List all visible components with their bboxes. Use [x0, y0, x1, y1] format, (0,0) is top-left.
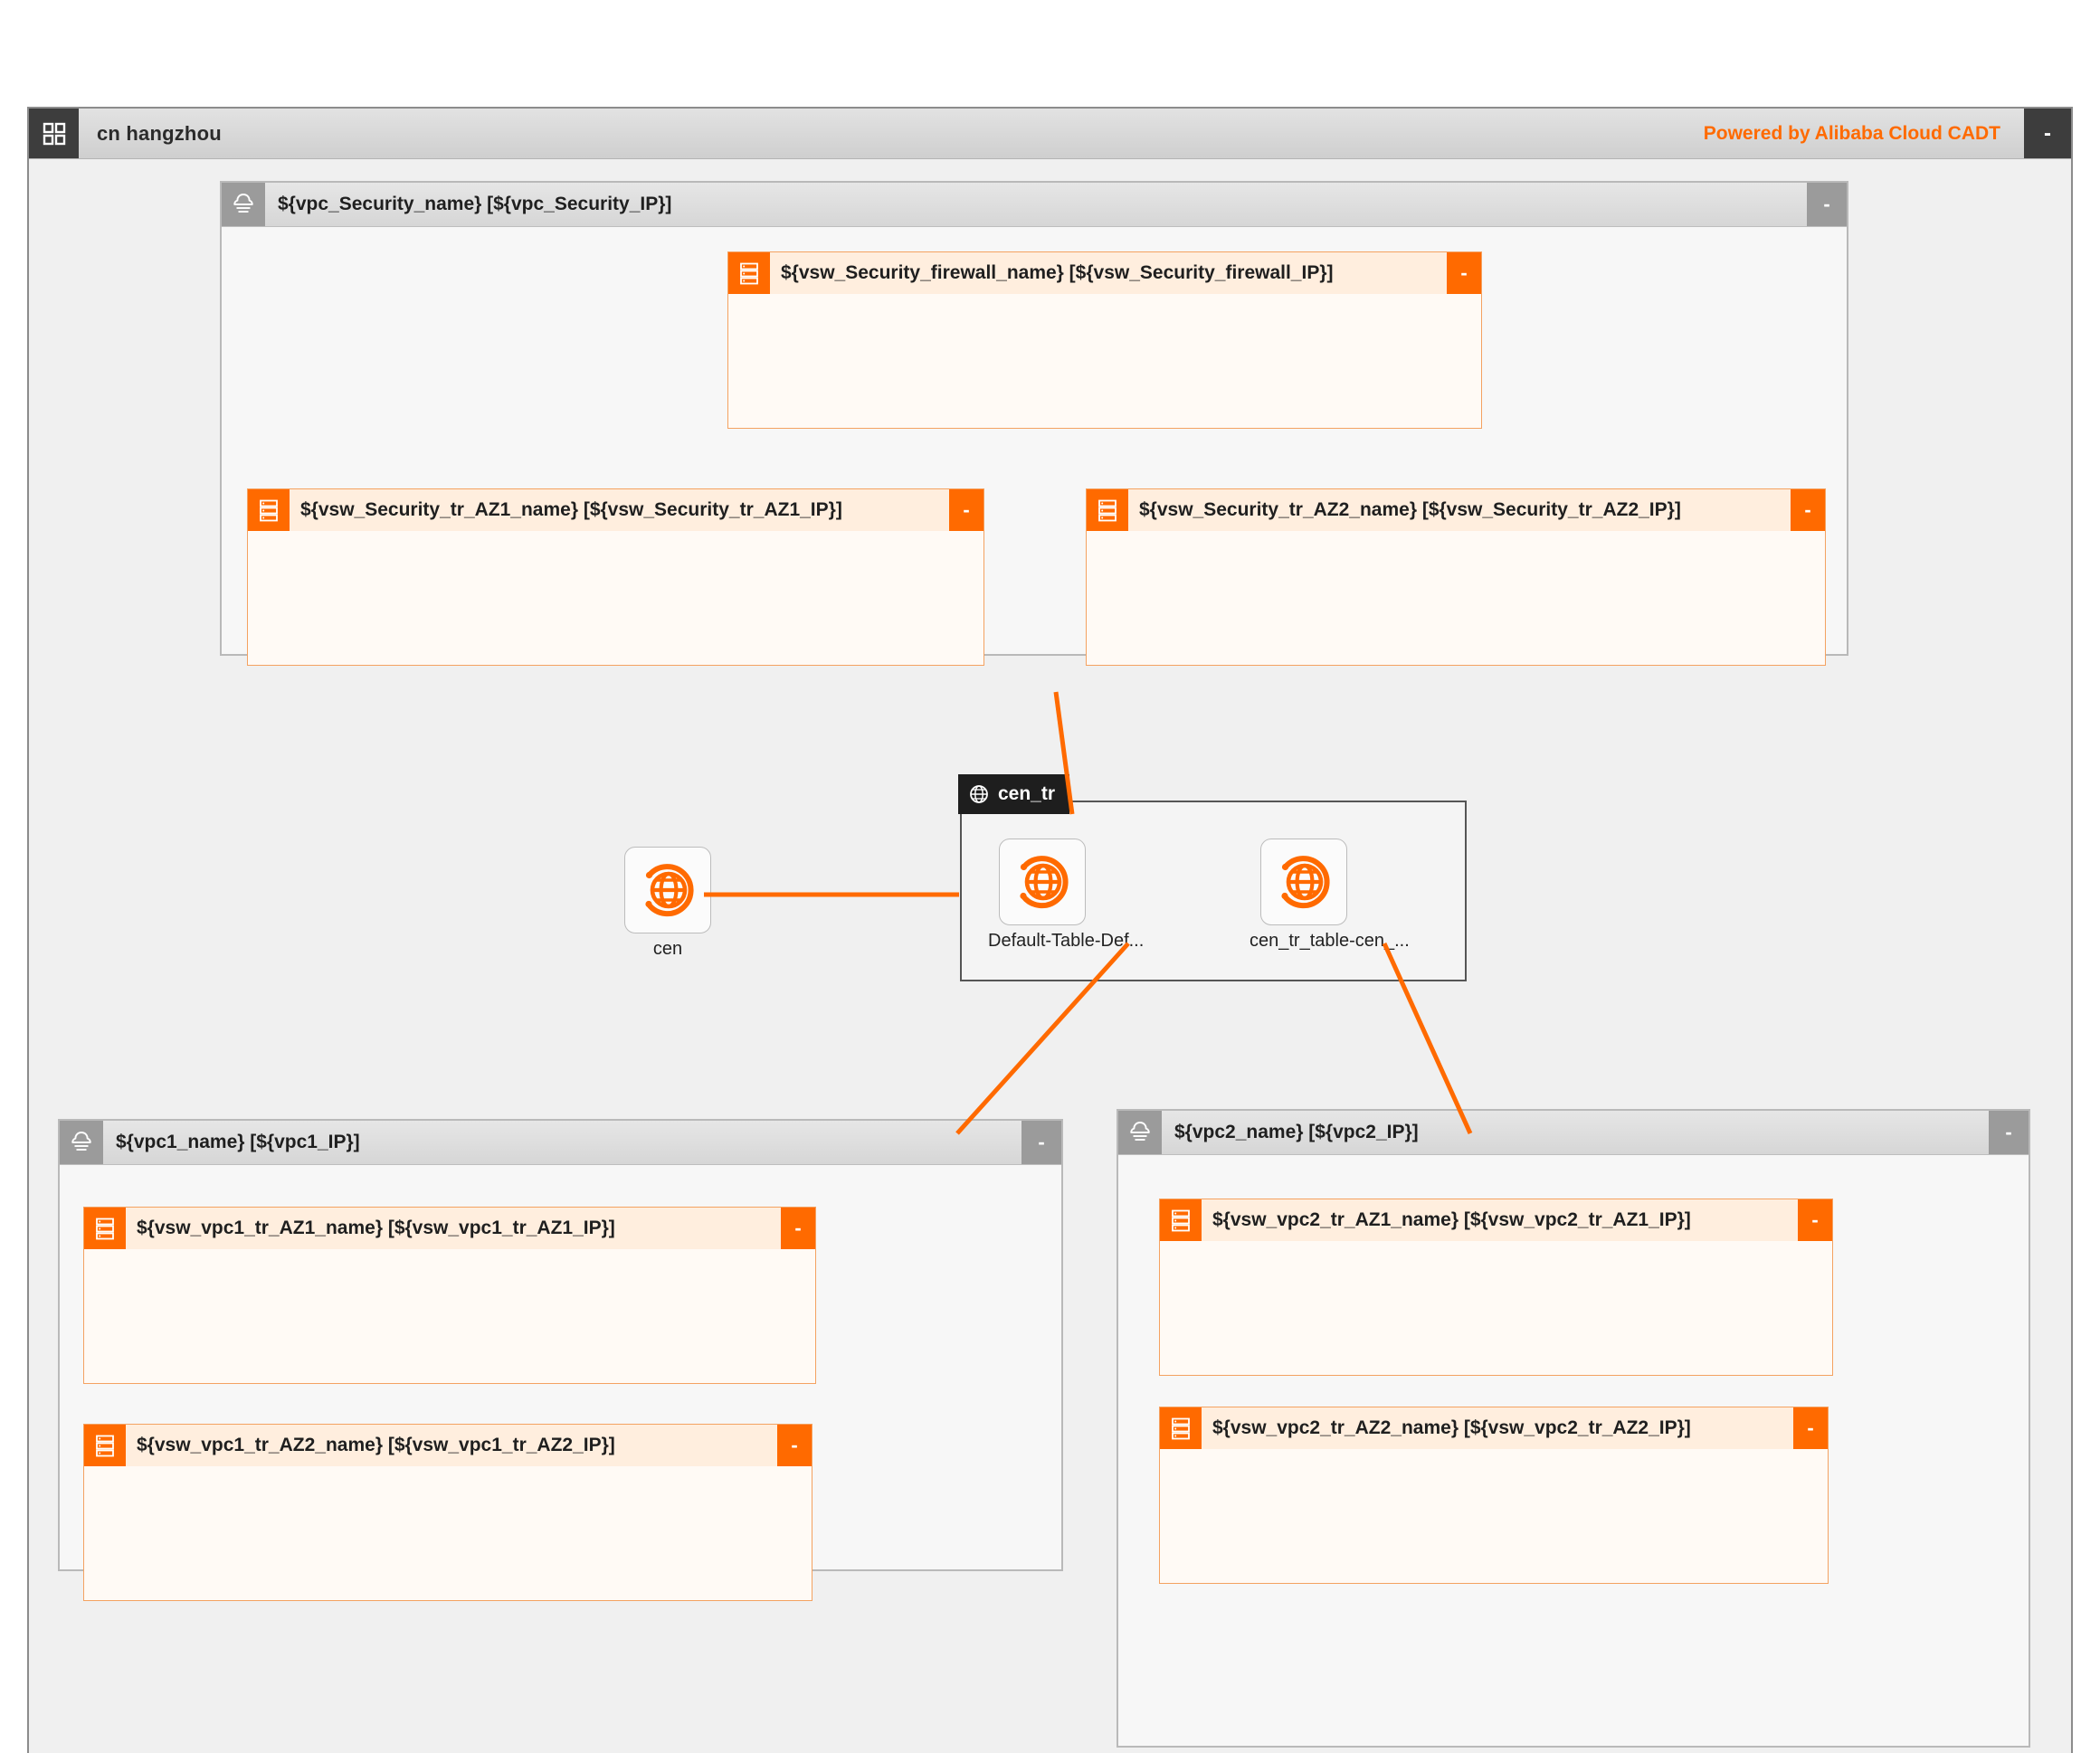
cen-transit-router-title: cen_tr: [998, 783, 1056, 804]
vpc-security-minimize-button[interactable]: -: [1807, 183, 1847, 226]
vpc1-label: ${vpc1_name} [${vpc1_IP}]: [116, 1132, 360, 1152]
vswitch-security-tr-az2-minimize-button[interactable]: -: [1791, 489, 1825, 531]
vswitch-security-tr-az1-minimize-button[interactable]: -: [949, 489, 983, 531]
vswitch-vpc2-tr-az2-label: ${vsw_vpc2_tr_AZ2_name} [${vsw_vpc2_tr_A…: [1212, 1417, 1691, 1438]
vpc2-minimize-button[interactable]: -: [1989, 1111, 2029, 1154]
vswitch-vpc1-tr-az2-label: ${vsw_vpc1_tr_AZ2_name} [${vsw_vpc1_tr_A…: [137, 1435, 615, 1455]
vpc-security-label: ${vpc_Security_name} [${vpc_Security_IP}…: [278, 194, 672, 214]
header-spacer: [222, 109, 1704, 158]
vpc1-header: ${vpc1_name} [${vpc1_IP}] -: [60, 1121, 1061, 1165]
cen-transit-router-group: cen_tr Default-Table-Def...: [958, 774, 1467, 981]
region-container-cn-hangzhou: cn hangzhou Powered by Alibaba Cloud CAD…: [27, 107, 2073, 1753]
vpc-container-vpc1: ${vpc1_name} [${vpc1_IP}] -: [58, 1119, 1063, 1601]
vpc-security-header-spacer: [671, 183, 1807, 226]
vswitch-vpc1-tr-az1-body: [84, 1249, 815, 1383]
vpc2-label: ${vpc2_name} [${vpc2_IP}]: [1174, 1122, 1419, 1142]
vswitch-vpc2-tr-az2: ${vsw_vpc2_tr_AZ2_name} [${vsw_vpc2_tr_A…: [1159, 1407, 1829, 1584]
cen-globe-icon: [624, 847, 711, 933]
vswitch-rack-icon: [1160, 1407, 1202, 1449]
vpc1-body: ${vsw_vpc1_tr_AZ1_name} [${vsw_vpc1_tr_A…: [60, 1165, 1061, 1601]
cen-route-table-default-caption: Default-Table-Def...: [988, 931, 1145, 951]
vswitch-vpc2-tr-az1-minimize-button[interactable]: -: [1798, 1199, 1832, 1241]
vswitch-vpc1-tr-az2-minimize-button[interactable]: -: [777, 1425, 812, 1466]
vswitch-rack-icon: [1087, 489, 1128, 531]
cen-globe-icon: [999, 839, 1086, 925]
vswitch-security-tr-az1: ${vsw_Security_tr_AZ1_name} [${vsw_Secur…: [247, 488, 984, 666]
vswitch-vpc1-tr-az2: ${vsw_vpc1_tr_AZ2_name} [${vsw_vpc1_tr_A…: [83, 1424, 812, 1601]
vswitch-vpc2-tr-az1-body: [1160, 1241, 1832, 1375]
vswitch-vpc2-tr-az1: ${vsw_vpc2_tr_AZ1_name} [${vsw_vpc2_tr_A…: [1159, 1199, 1833, 1376]
vpc-security-body: ${vsw_Security_firewall_name} [${vsw_Sec…: [222, 227, 1847, 666]
cen-route-table-custom-node[interactable]: cen_tr_table-cen_...: [1250, 839, 1410, 952]
cen-route-table-default-node[interactable]: Default-Table-Def...: [988, 839, 1145, 952]
vswitch-rack-icon: [1160, 1199, 1202, 1241]
region-title: cn hangzhou: [97, 121, 222, 145]
vswitch-security-firewall: ${vsw_Security_firewall_name} [${vsw_Sec…: [727, 251, 1482, 429]
vpc-security-header: ${vpc_Security_name} [${vpc_Security_IP}…: [222, 183, 1847, 227]
vswitch-security-firewall-minimize-button[interactable]: -: [1447, 252, 1481, 294]
vswitch-rack-icon: [248, 489, 290, 531]
vswitch-vpc1-tr-az1-label: ${vsw_vpc1_tr_AZ1_name} [${vsw_vpc1_tr_A…: [137, 1218, 615, 1238]
vpc2-header: ${vpc2_name} [${vpc2_IP}] -: [1118, 1111, 2029, 1155]
vswitch-vpc1-tr-az1-minimize-button[interactable]: -: [781, 1208, 815, 1249]
region-minimize-button[interactable]: -: [2024, 109, 2071, 158]
vpc-cloud-icon: [222, 183, 265, 226]
grid-icon: [29, 109, 79, 158]
vswitch-vpc2-tr-az1-header: ${vsw_vpc2_tr_AZ1_name} [${vsw_vpc2_tr_A…: [1160, 1199, 1832, 1241]
vswitch-vpc1-tr-az1-header: ${vsw_vpc1_tr_AZ1_name} [${vsw_vpc1_tr_A…: [84, 1208, 815, 1249]
vswitch-security-tr-az1-header: ${vsw_Security_tr_AZ1_name} [${vsw_Secur…: [248, 489, 983, 531]
powered-by-label: Powered by Alibaba Cloud CADT: [1703, 122, 2000, 144]
vswitch-security-tr-az2-body: [1087, 531, 1825, 665]
cen-node[interactable]: cen: [613, 847, 722, 960]
vpc-cloud-icon: [1118, 1111, 1162, 1154]
cen-transit-router-title-bar: cen_tr: [958, 774, 1070, 814]
vpc1-minimize-button[interactable]: -: [1021, 1121, 1061, 1164]
vswitch-vpc1-tr-az1: ${vsw_vpc1_tr_AZ1_name} [${vsw_vpc1_tr_A…: [83, 1207, 816, 1384]
vpc-cloud-icon: [60, 1121, 103, 1164]
vswitch-rack-icon: [728, 252, 770, 294]
vswitch-vpc2-tr-az1-label: ${vsw_vpc2_tr_AZ1_name} [${vsw_vpc2_tr_A…: [1212, 1209, 1691, 1230]
cen-route-table-custom-caption: cen_tr_table-cen_...: [1250, 931, 1410, 951]
vpc-container-security: ${vpc_Security_name} [${vpc_Security_IP}…: [220, 181, 1848, 666]
vswitch-security-tr-az1-body: [248, 531, 983, 665]
vswitch-security-firewall-header: ${vsw_Security_firewall_name} [${vsw_Sec…: [728, 252, 1481, 294]
vswitch-vpc2-tr-az2-body: [1160, 1449, 1828, 1583]
vswitch-vpc2-tr-az2-header: ${vsw_vpc2_tr_AZ2_name} [${vsw_vpc2_tr_A…: [1160, 1407, 1828, 1449]
globe-icon: [969, 784, 989, 804]
vswitch-rack-icon: [84, 1208, 126, 1249]
vswitch-security-tr-az2-header: ${vsw_Security_tr_AZ2_name} [${vsw_Secur…: [1087, 489, 1825, 531]
region-header: cn hangzhou Powered by Alibaba Cloud CAD…: [29, 109, 2071, 159]
vswitch-security-tr-az1-label: ${vsw_Security_tr_AZ1_name} [${vsw_Secur…: [300, 499, 842, 520]
vpc2-header-spacer: [1419, 1111, 1989, 1154]
cen-node-caption: cen: [652, 939, 683, 959]
vpc1-header-spacer: [360, 1121, 1021, 1164]
cen-globe-icon: [1260, 839, 1347, 925]
vswitch-security-firewall-label: ${vsw_Security_firewall_name} [${vsw_Sec…: [781, 262, 1334, 283]
vswitch-vpc2-tr-az2-minimize-button[interactable]: -: [1793, 1407, 1828, 1449]
vswitch-security-firewall-body: [728, 294, 1481, 428]
vswitch-security-tr-az2-label: ${vsw_Security_tr_AZ2_name} [${vsw_Secur…: [1139, 499, 1681, 520]
vswitch-rack-icon: [84, 1425, 126, 1466]
vpc2-body: ${vsw_vpc2_tr_AZ1_name} [${vsw_vpc2_tr_A…: [1118, 1155, 2029, 1747]
vswitch-vpc1-tr-az2-body: [84, 1466, 812, 1600]
vswitch-vpc1-tr-az2-header: ${vsw_vpc1_tr_AZ2_name} [${vsw_vpc1_tr_A…: [84, 1425, 812, 1466]
vswitch-security-tr-az2: ${vsw_Security_tr_AZ2_name} [${vsw_Secur…: [1086, 488, 1826, 666]
vpc-container-vpc2: ${vpc2_name} [${vpc2_IP}] -: [1117, 1109, 2030, 1748]
